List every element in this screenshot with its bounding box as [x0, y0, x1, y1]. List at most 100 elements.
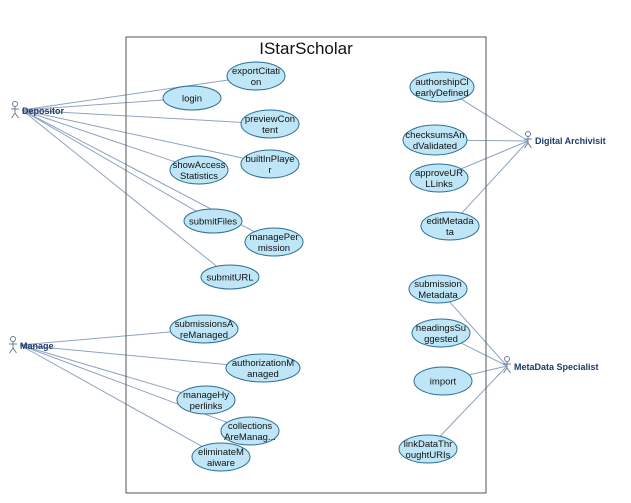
association-depositor-builtInPlayer: [21, 109, 244, 159]
use-case-label: Metadata: [418, 290, 458, 301]
use-case-label: reManaged: [180, 330, 228, 341]
use-case-label: managePer: [249, 232, 298, 243]
association-metadata_specialist-submissionMetadata: [449, 301, 508, 367]
use-case-label: showAccess: [173, 160, 226, 171]
association-depositor-submitFiles: [21, 109, 197, 212]
association-manage-manageHyperlinks: [19, 344, 182, 394]
system-title: IStarScholar: [259, 39, 353, 58]
actor-icon: [524, 131, 532, 149]
use-case-label: exportCitati: [232, 66, 280, 77]
use-case-ellipse: [408, 274, 468, 304]
actor-icon: [503, 356, 511, 374]
use-case-ellipse: [176, 385, 236, 415]
use-case-label: manageHy: [183, 390, 229, 401]
use-case-ellipse: [225, 353, 301, 383]
use-case-label: oughtURIs: [406, 450, 451, 461]
use-case-label: collections: [228, 421, 273, 432]
actor-digital_archivist[interactable]: Digital Archivisit: [524, 131, 606, 149]
use-case-label: mission: [258, 243, 290, 254]
use-case-label: eliminateM: [198, 447, 244, 458]
use-case-collectionsAreManaged[interactable]: collectionsAreManag...: [220, 416, 280, 446]
actor-icon: [11, 101, 19, 119]
use-case-login[interactable]: login: [162, 85, 222, 111]
use-case-ellipse: [402, 124, 468, 156]
use-case-label: editMetada: [426, 216, 474, 227]
use-case-label: authorizationM: [232, 358, 294, 369]
association-digital_archivist-approveURLLinks: [460, 140, 529, 170]
use-case-label: builtInPlaye: [245, 154, 294, 165]
use-case-label: submissionsA: [175, 319, 234, 330]
association-manage-authorizationManaged: [19, 344, 228, 366]
use-case-label: tent: [262, 125, 278, 136]
use-case-ellipse: [240, 109, 300, 139]
use-case-label: earlyDefined: [415, 88, 468, 99]
actor-depositor[interactable]: Depositor: [11, 101, 65, 119]
use-case-label: ggested: [424, 334, 458, 345]
use-case-label: import: [430, 377, 457, 388]
use-case-ellipse: [191, 442, 251, 472]
use-case-ellipse: [220, 416, 280, 446]
association-depositor-exportCitation: [21, 79, 229, 111]
use-case-submitURL[interactable]: submitURL: [200, 264, 260, 290]
association-metadata_specialist-headingsSuggested: [460, 342, 508, 367]
use-case-label: headingsSu: [416, 323, 466, 334]
association-manage-submissionsAreManaged: [19, 331, 171, 346]
system-boundary: [125, 36, 487, 494]
use-case-label: submission: [414, 279, 462, 290]
use-case-ellipse: [411, 318, 471, 348]
use-case-ellipse: [398, 434, 458, 464]
use-case-ellipse: [413, 366, 473, 396]
use-case-label: anaged: [247, 369, 279, 380]
use-case-ellipse: [226, 61, 286, 91]
use-case-label: submitURL: [207, 273, 254, 284]
use-case-ellipse: [169, 314, 239, 344]
associations-layer: [19, 79, 529, 447]
actor-label: Depositor: [22, 106, 65, 116]
use-case-ellipse: [200, 264, 260, 290]
use-case-label: authorshipCl: [415, 77, 468, 88]
actor-manage[interactable]: Manage: [9, 336, 54, 354]
association-digital_archivist-checksumsAndValidated: [466, 139, 529, 142]
use-case-import[interactable]: import: [413, 366, 473, 396]
use-case-label: ta: [446, 227, 455, 238]
use-case-label: Statistics: [180, 171, 218, 182]
use-case-ellipse: [183, 208, 243, 234]
use-case-label: submitFiles: [189, 217, 237, 228]
use-case-label: AreManag...: [224, 432, 276, 443]
use-case-label: linkDataThr: [404, 439, 453, 450]
actor-metadata_specialist[interactable]: MetaData Specialist: [503, 356, 599, 374]
use-case-ellipse: [169, 155, 229, 185]
use-case-submitFiles[interactable]: submitFiles: [183, 208, 243, 234]
use-case-ellipse: [244, 227, 304, 257]
association-depositor-previewContent: [21, 109, 242, 123]
use-case-label: checksumsAn: [405, 130, 464, 141]
association-manage-eliminateMalware: [19, 344, 203, 447]
use-case-label: previewCon: [245, 114, 295, 125]
association-depositor-login: [21, 99, 164, 111]
use-case-ellipse: [420, 211, 480, 241]
actor-label: MetaData Specialist: [514, 362, 599, 372]
association-digital_archivist-editMetadata: [461, 140, 529, 214]
association-depositor-submitURL: [21, 109, 218, 267]
actor-label: Digital Archivisit: [535, 136, 606, 146]
use-case-label: dValidated: [413, 141, 457, 152]
